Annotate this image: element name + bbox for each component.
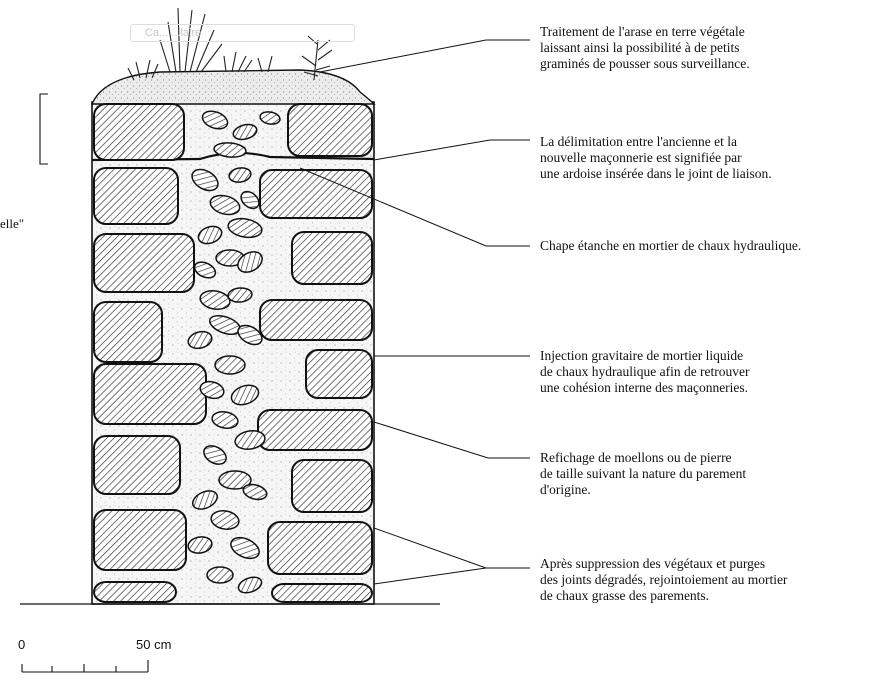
scale-bar (21, 660, 149, 673)
face-stone (305, 349, 373, 399)
face-stone (93, 435, 181, 495)
rubble-stone (199, 290, 231, 310)
rubble-stone (211, 411, 239, 429)
annotation-rejointoiement: Après suppression des végétaux et purges… (540, 556, 788, 603)
face-stone (93, 509, 187, 571)
leader-arase (319, 39, 530, 73)
face-stone (259, 169, 373, 219)
face-stone (291, 231, 373, 285)
leader-rejointoiement-b (373, 567, 487, 585)
annotation-refichage: Refichage de moellons ou de pierre de ta… (540, 450, 747, 497)
rubble-stone (187, 536, 213, 554)
rubble-stone (259, 111, 281, 125)
rubble-stone (197, 225, 223, 245)
face-stone (267, 521, 373, 575)
rubble-stone (201, 110, 229, 130)
face-stone (93, 167, 179, 225)
face-stone (291, 459, 373, 513)
rubble-stone (237, 576, 263, 594)
rubble-stone (230, 384, 260, 406)
rubble-stone (191, 168, 219, 192)
rubble-stone (237, 324, 263, 346)
rubble-stone (210, 510, 240, 530)
face-stone (93, 301, 163, 363)
scale-start-label: 0 (18, 637, 26, 652)
face-stone (93, 103, 185, 161)
leader-chape (299, 167, 530, 247)
rubble-stone (199, 380, 225, 400)
rubble-stone (206, 566, 234, 584)
rubble-stone (240, 190, 260, 210)
annotation-delimitation: La délimitation entre l'ancienne et la n… (540, 134, 772, 181)
face-stone (93, 233, 195, 293)
rubble-stone (218, 470, 252, 490)
annotation-arase: Traitement de l'arase en terre végétale … (540, 24, 750, 71)
watermark-overlay: Ca... ...laire (130, 24, 355, 42)
edge-text-bottom: elle" (0, 216, 25, 231)
annotation-chape: Chape étanche en mortier de chaux hydrau… (540, 238, 802, 253)
grass-tufts (127, 7, 333, 81)
face-stone (259, 299, 373, 341)
rubble-stone (242, 483, 268, 501)
rubble-stone (191, 490, 219, 510)
rubble-stone (227, 287, 253, 303)
scale-end-label: 50 cm (136, 637, 172, 652)
rubble-stone (234, 430, 266, 450)
rubble-stone (214, 355, 246, 375)
face-stone (257, 409, 373, 451)
face-stones (93, 103, 373, 603)
face-stone (93, 363, 207, 425)
leader-delimitation (373, 139, 530, 161)
core-rubble (187, 110, 281, 594)
rubble-stone (193, 261, 217, 279)
face-stone (93, 581, 177, 603)
rubble-stone (203, 445, 227, 465)
rubble-stone (228, 167, 252, 183)
rubble-stone (227, 217, 263, 239)
rubble-stone (187, 330, 213, 350)
leader-refichage (373, 421, 530, 459)
leader-lines (299, 39, 530, 585)
rubble-stone (230, 536, 260, 560)
annotation-injection: Injection gravitaire de mortier liquide … (540, 348, 750, 395)
soil-cap (90, 69, 376, 105)
face-stone (271, 583, 373, 603)
rubble-stone (209, 194, 241, 216)
leader-rejointoiement-a (373, 527, 530, 569)
face-stone (287, 103, 373, 157)
left-bracket (39, 93, 48, 165)
rubble-stone (232, 123, 258, 141)
rubble-stone (213, 142, 247, 158)
rubble-stone (237, 251, 263, 273)
